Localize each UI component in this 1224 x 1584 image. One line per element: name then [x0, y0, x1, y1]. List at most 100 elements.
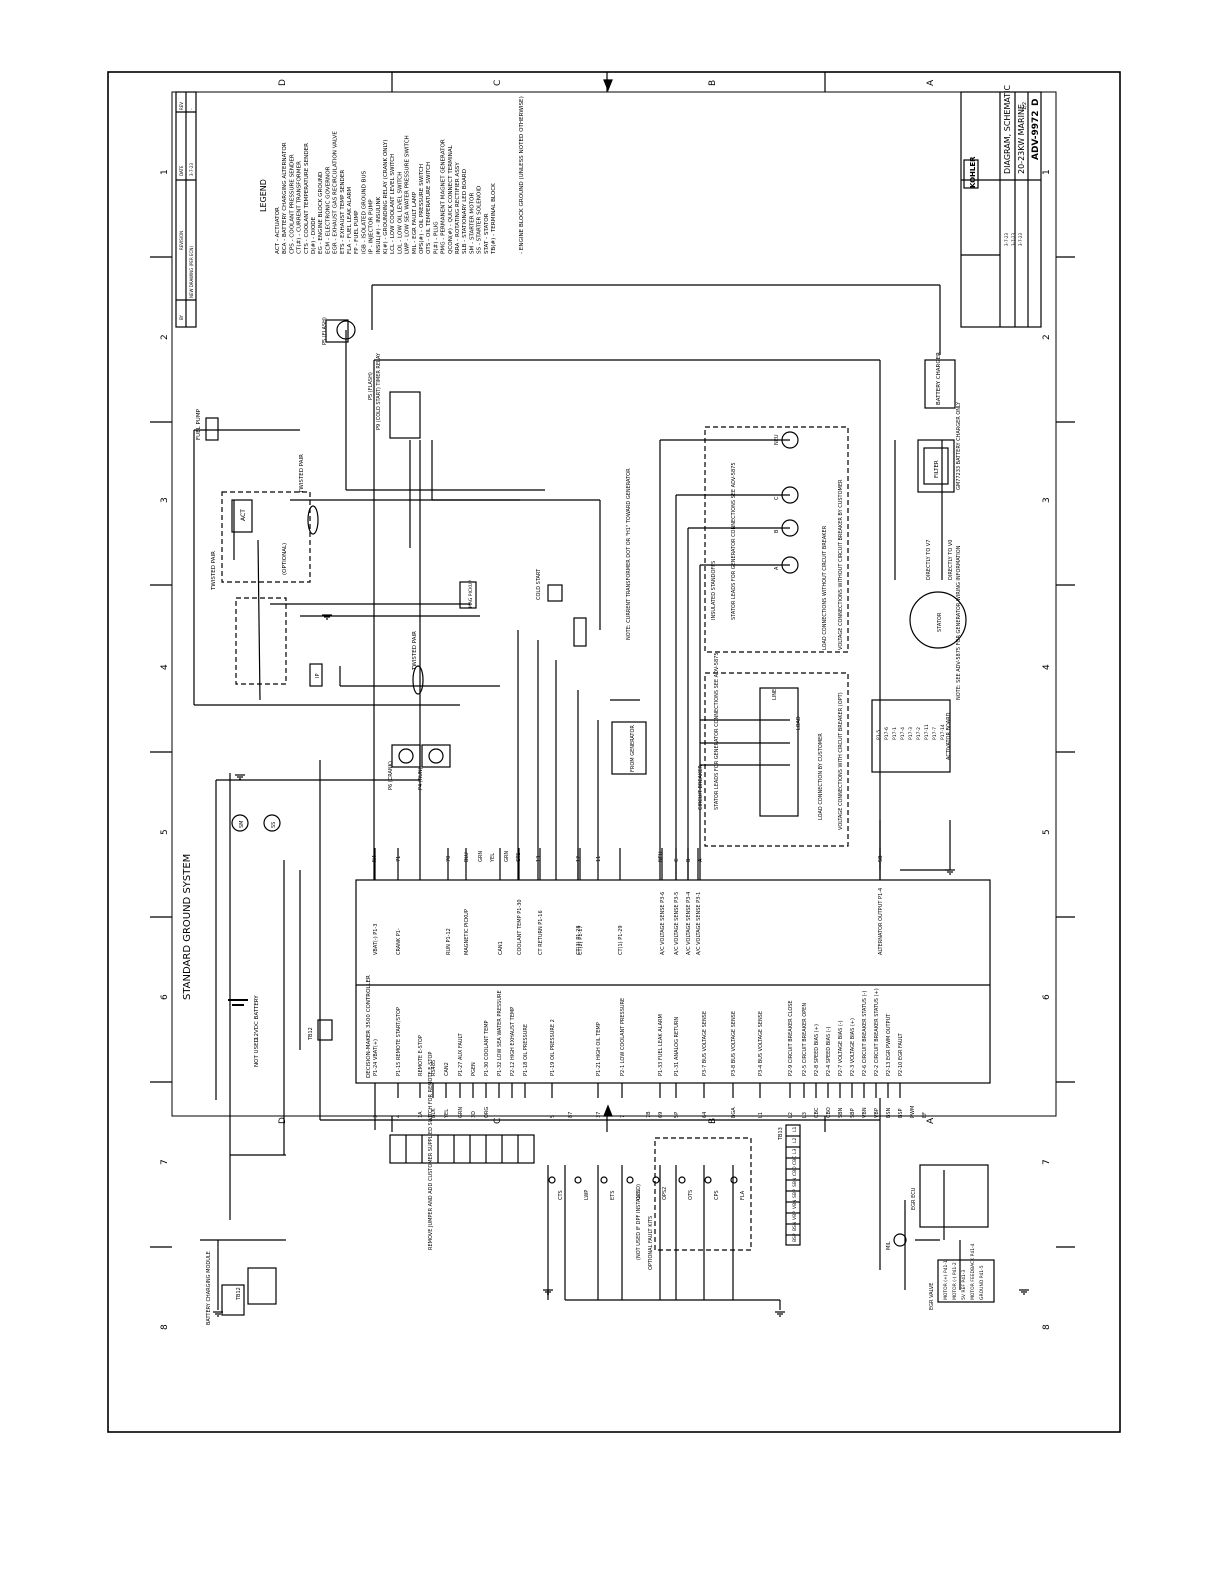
- wire-label: YEL: [444, 1109, 450, 1119]
- load-terminal-label: C: [774, 496, 780, 500]
- load-connection-label: LOAD CONNECTION BY CUSTOMER: [818, 733, 824, 820]
- controller-bottom-pin: P1-27 AUX FAULT: [458, 1032, 464, 1076]
- plug-p4-box: [421, 744, 451, 768]
- timer-relay: [389, 391, 421, 439]
- stator-note: NOTE: SEE ADV-5875 FOR GENERATOR WIRING …: [956, 545, 962, 700]
- filter-label: FILTER: [934, 460, 940, 478]
- fault-switch-label: FLA: [740, 1190, 746, 1200]
- tb13-terminal: L1: [792, 1126, 798, 1132]
- battery-charging-module-label: BATTERY CHARGING MODULE: [206, 1251, 212, 1325]
- controller-bottom-pin: P2-1 LOW COOLANT PRESSURE: [620, 998, 626, 1076]
- wire-label: 3D: [471, 1111, 477, 1118]
- insulated-standoffs-label: INSULATED STANDOFFS: [711, 561, 717, 620]
- activator-board-label: ACTIVATOR BOARD: [946, 712, 952, 760]
- twisted-pair-label: TWISTED PAIR: [299, 454, 305, 494]
- zone-letter-top: B: [708, 80, 718, 86]
- wire-label: EF: [922, 1112, 928, 1118]
- fault-switch: [626, 1176, 634, 1184]
- wire-label: ORG: [484, 1107, 490, 1118]
- zone-letter-bottom: C: [493, 1118, 503, 1124]
- wire-label: 87: [568, 1112, 574, 1118]
- kohler-logo: [963, 159, 979, 189]
- legend-item: CT(#) - CURRENT TRANSFORMER: [297, 161, 303, 254]
- controller-bottom-pin: P2-5 CIRCUIT BREAKER OPEN: [802, 1003, 808, 1076]
- legend-item: ACT - ACTUATOR: [275, 207, 281, 254]
- wire-label: 4: [396, 1115, 402, 1118]
- directly-v0-label: DIRECTLY TO V0: [948, 540, 954, 580]
- fault-switch: [704, 1176, 712, 1184]
- fault-switch: [548, 1176, 556, 1184]
- flash-plug-label: P5 (FLASH): [322, 317, 328, 345]
- zone-letter-top: D: [278, 79, 288, 86]
- controller-top-pin: A/C VOLTAGE SENSE P3-5: [674, 892, 680, 955]
- controller-bottom-pin: P2-9 CIRCUIT BREAKER CLOSE: [788, 1000, 794, 1076]
- wire-label: 70: [446, 856, 452, 862]
- controller-bottom-pin: P1-31 ANALOG RETURN: [674, 1017, 680, 1076]
- legend-item: CPS - COOLANT PRESSURE SENDER: [289, 154, 295, 254]
- egr-valve-row: GROUND P41-5: [979, 1265, 985, 1300]
- zone-number-left: 3: [160, 497, 170, 503]
- controller-bottom-pin: PGEN: [471, 1062, 477, 1076]
- tb12-small: [317, 1019, 333, 1041]
- controller-top-pin: CT(2) P1-17: [578, 925, 584, 955]
- tb13-terminal: CBO: [792, 1166, 798, 1176]
- wire-label: L3: [802, 1112, 808, 1118]
- controller-bottom-pin: P1-18 OIL PRESSURE: [523, 1024, 529, 1076]
- controller-top-pin: MAGNETIC PICKUP: [464, 909, 470, 955]
- zone-number-right: 6: [1042, 994, 1052, 1000]
- wire-label: 5B: [878, 855, 884, 862]
- controller-bottom-pin: P3-7 BUS VOLTAGE SENSE: [702, 1011, 708, 1076]
- legend-item: SLB - STATIONARY LED BOARD: [462, 169, 468, 254]
- controller-bottom-pin: P3-8 BUS VOLTAGE SENSE: [731, 1011, 737, 1076]
- injector-pump: [309, 663, 323, 687]
- actuator-box: [231, 499, 253, 533]
- optional-label: (OPTIONAL): [282, 543, 288, 575]
- legend-item: IP - INJECTOR PUMP: [369, 199, 375, 254]
- controller-bottom-pin: P2-4 SPEED BIAS (-): [826, 1026, 832, 1076]
- company-logo: KOHLER: [969, 156, 977, 188]
- fault-switch-label: OTS: [688, 1190, 694, 1200]
- cold-start-plug: [547, 584, 563, 602]
- wire-label: VBN: [862, 1107, 868, 1118]
- activator-pin: P17-11: [924, 724, 930, 740]
- approval-date: 3-7-23: [1004, 232, 1009, 246]
- wire-label: 5: [550, 1115, 556, 1118]
- egr-ecu-box: [919, 1164, 989, 1228]
- legend-item: MIL - EGR FAULT LAMP: [412, 191, 418, 254]
- zone-number-left: 2: [160, 334, 170, 340]
- directly-v7-label: DIRECTLY TO V7: [926, 540, 932, 580]
- wire-label: GRN: [504, 851, 510, 862]
- egr-valve-title: EGR VALVE: [929, 1283, 935, 1310]
- load-terminal: [781, 519, 799, 537]
- fault-kit-dashed-box: [654, 1137, 752, 1251]
- sheet-size: D: [1031, 99, 1041, 106]
- revision-block: [175, 91, 197, 328]
- battery-charger-box: [924, 359, 956, 409]
- legend-item: FP - FUEL PUMP: [354, 210, 360, 254]
- controller-bottom-pin: RS485: [431, 1060, 437, 1076]
- wire-label: CBO: [826, 1107, 832, 1118]
- load-terminal: [781, 486, 799, 504]
- tb13-terminal: L3: [792, 1148, 798, 1154]
- revision-header: DATE: [179, 165, 184, 176]
- legend-item: ETS - EXHAUST TEMP SENDER: [340, 170, 346, 254]
- controller-bottom-pin: P1-19 OIL PRESSURE 2: [550, 1019, 556, 1076]
- load-terminal-label: NEU: [774, 434, 780, 445]
- circuit-breaker-box: [759, 687, 799, 817]
- drawing-number: ADV-9972: [1031, 110, 1041, 160]
- fault-switch-label: OPS: [636, 1190, 642, 1200]
- plug-p6: [398, 748, 414, 764]
- legend-item: LCL - LOW COOLANT LEVEL SWITCH: [390, 154, 396, 254]
- legend-item: INSUL(#) - INSULINK: [376, 196, 382, 254]
- stator: [909, 591, 967, 649]
- load-label: LOAD: [796, 716, 802, 730]
- title-block: [960, 91, 1042, 328]
- controller-bottom-pin: P2-2 CIRCUIT BREAKER STATUS (+): [874, 988, 880, 1076]
- twisted-pair-ellipse: [307, 505, 319, 535]
- zone-letter-bottom: A: [926, 1117, 936, 1124]
- controller-bottom-pin: P2-8 SPEED BIAS (+): [814, 1024, 820, 1076]
- load-terminal: [781, 431, 799, 449]
- injector-pump-label: IP: [315, 674, 321, 679]
